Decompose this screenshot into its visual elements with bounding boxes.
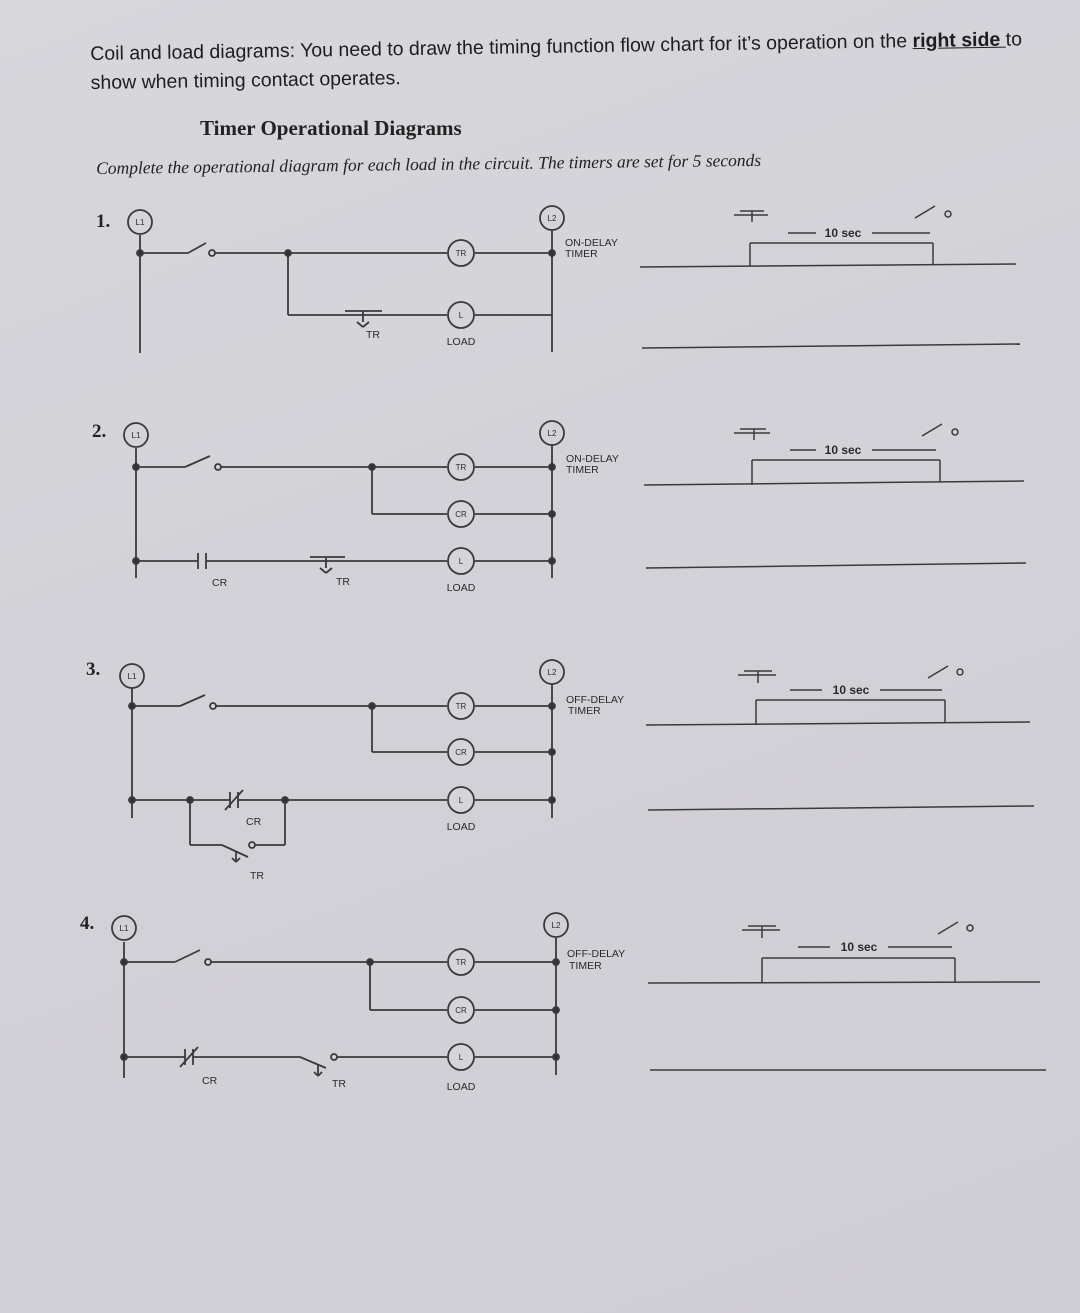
l1-label-4: L1 — [120, 924, 129, 933]
timing-duration-2: 10 sec — [825, 443, 862, 457]
timer-type-2-line1: ON-DELAY — [566, 453, 619, 465]
timing-chart-4 — [647, 921, 1046, 1071]
l2-label-4: L2 — [552, 921, 561, 930]
tr-timed-contact-1 — [335, 310, 385, 328]
timer-type-3-line2: TIMER — [568, 705, 601, 717]
problem-number-1: 1. — [96, 211, 111, 232]
tr-timed-contact-3 — [221, 841, 256, 863]
cr-no-contact-2 — [197, 553, 207, 569]
cr-contact-label-4: CR — [202, 1075, 218, 1087]
tr-contact-label-4: TR — [332, 1078, 346, 1090]
ladder-diagram-2 — [123, 420, 565, 578]
l1-label-2: L1 — [132, 431, 141, 440]
ladder-diagram-1 — [127, 205, 565, 353]
page-title: Timer Operational Diagrams — [200, 116, 462, 140]
timing-chart-3 — [645, 665, 1035, 811]
load-coil-label-4: L — [459, 1053, 464, 1062]
l2-label-3: L2 — [548, 668, 557, 677]
timer-type-4-line2: TIMER — [569, 960, 602, 972]
tr-coil-label-4: TR — [456, 958, 467, 967]
load-label-4: LOAD — [447, 1081, 476, 1093]
cr-contact-label-3: CR — [246, 816, 262, 828]
tr-coil-label-3: TR — [456, 702, 467, 711]
tr-timed-contact-2 — [300, 556, 350, 574]
no-switch-4 — [174, 949, 212, 966]
tr-coil-label-2: TR — [456, 463, 467, 472]
l2-label-1: L2 — [548, 214, 557, 223]
timing-chart-1 — [639, 205, 1021, 349]
cr-coil-label-3: CR — [455, 748, 467, 757]
tr-contact-label-1: TR — [366, 329, 380, 341]
timer-type-1-line2: TIMER — [565, 248, 598, 260]
ladder-diagram-4 — [111, 912, 569, 1078]
cr-contact-label-2: CR — [212, 577, 228, 589]
l1-label-1: L1 — [136, 218, 145, 227]
load-coil-1 — [447, 301, 475, 329]
l1-label-3: L1 — [128, 672, 137, 681]
tr-coil-label-1: TR — [456, 249, 467, 258]
load-label-2: LOAD — [447, 582, 476, 594]
timer-type-2-line2: TIMER — [566, 464, 599, 476]
problem-number-3: 3. — [86, 659, 101, 680]
no-switch-1 — [187, 242, 216, 257]
tr-contact-label-2: TR — [336, 576, 350, 588]
ladder-diagram-3 — [119, 659, 565, 863]
tr-timed-contact-4 — [299, 1053, 338, 1077]
cr-coil-label-4: CR — [455, 1006, 467, 1015]
cr-coil-label-2: CR — [455, 510, 467, 519]
load-label-1: LOAD — [447, 336, 476, 348]
timing-chart-2 — [643, 423, 1027, 569]
tr-contact-label-3: TR — [250, 870, 264, 882]
timer-type-1-line1: ON-DELAY — [565, 237, 618, 249]
l2-label-2: L2 — [548, 429, 557, 438]
load-coil-label-2: L — [459, 557, 464, 566]
timing-duration-3: 10 sec — [833, 683, 870, 697]
load-coil-label-3: L — [459, 796, 464, 805]
timing-duration-4: 10 sec — [841, 940, 878, 954]
timing-duration-1: 10 sec — [825, 226, 862, 240]
problem-number-4: 4. — [80, 913, 95, 934]
tr-coil-1 — [447, 239, 475, 267]
load-coil-label-1: L — [459, 311, 464, 320]
load-label-3: LOAD — [447, 821, 476, 833]
problem-number-2: 2. — [92, 421, 107, 442]
timer-type-3-line1: OFF-DELAY — [566, 694, 624, 706]
no-switch-3 — [179, 694, 217, 710]
no-switch-2 — [184, 455, 222, 471]
timer-type-4-line1: OFF-DELAY — [567, 948, 625, 960]
